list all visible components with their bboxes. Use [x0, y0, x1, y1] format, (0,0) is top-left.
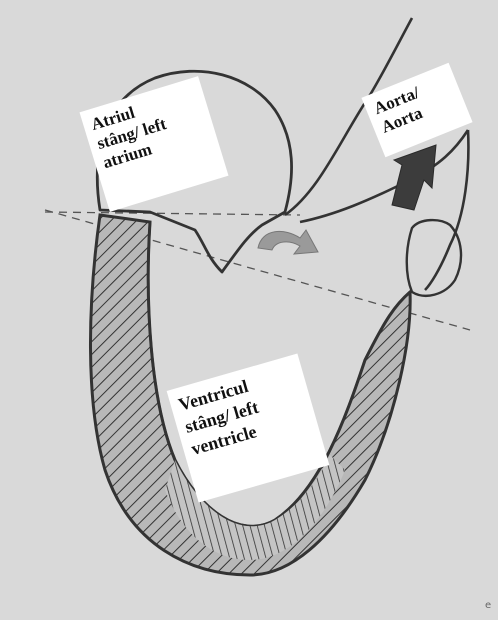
aorta-flow-arrow	[392, 145, 436, 210]
dashed-plane-line-2	[45, 212, 300, 215]
corner-mark: e	[485, 600, 491, 611]
mitral-flow-arrow	[258, 230, 318, 254]
aortic-valve-outline	[407, 220, 461, 296]
